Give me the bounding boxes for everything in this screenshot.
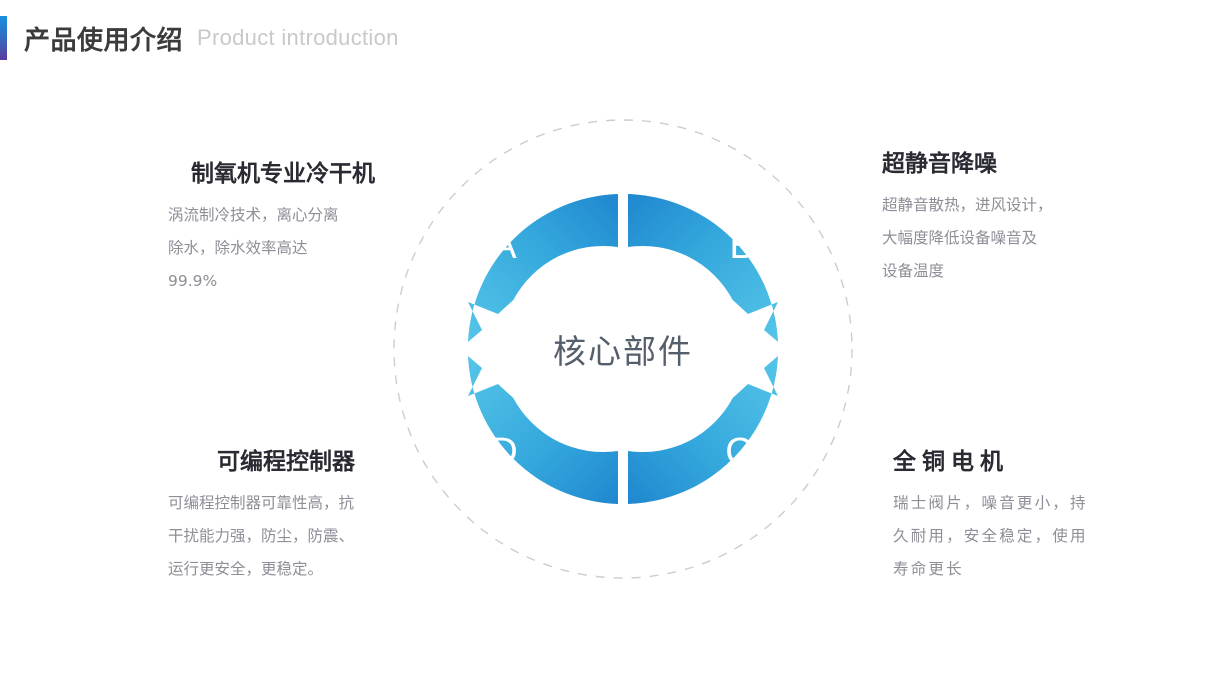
page-subtitle: Product introduction <box>197 25 399 50</box>
segment-b[interactable]: B <box>628 194 778 342</box>
feature-block-d: 可编程控制器 可编程控制器可靠性高，抗 干扰能力强，防尘，防震、 运行更安全，更… <box>168 448 418 587</box>
segment-c-arc[interactable] <box>628 356 778 504</box>
feature-block-b: 超静音降噪 超静音散热，进风设计， 大幅度降低设备噪音及 设备温度 <box>882 150 1132 289</box>
feature-block-c: 全铜电机 瑞士阀片，噪音更小，持 久耐用，安全稳定，使用 寿命更长 <box>893 448 1143 587</box>
feature-a-body: 涡流制冷技术，离心分离 除水，除水效率高达 99.9% <box>168 205 339 291</box>
segment-c-label: C <box>725 431 752 473</box>
feature-c-body: 瑞士阀片，噪音更小，持 久耐用，安全稳定，使用 寿命更长 <box>893 493 1088 579</box>
segment-c[interactable]: C <box>628 356 778 504</box>
segment-d[interactable]: D <box>468 356 618 504</box>
segment-b-arc[interactable] <box>628 194 778 342</box>
feature-b-body: 超静音散热，进风设计， 大幅度降低设备噪音及 设备温度 <box>882 195 1053 281</box>
segment-a-label: A <box>491 225 517 267</box>
header-accent-bar <box>0 16 7 60</box>
feature-a-title: 制氧机专业冷干机 <box>191 161 375 187</box>
segment-a[interactable]: A <box>468 194 618 349</box>
outer-dashed-circle <box>393 119 853 579</box>
feature-block-a: 制氧机专业冷干机 涡流制冷技术，离心分离 除水，除水效率高达 99.9% <box>168 160 418 299</box>
feature-c-title: 全铜电机 <box>893 449 1009 475</box>
segment-d-label: D <box>490 431 517 473</box>
cycle-diagram: A B C D 核心部件 <box>378 104 868 594</box>
segment-a-arc[interactable] <box>468 194 618 342</box>
page-title: 产品使用介绍 <box>24 25 184 56</box>
page-header: 产品使用介绍 Product introduction <box>0 16 399 60</box>
feature-d-title: 可编程控制器 <box>217 449 355 475</box>
feature-d-body: 可编程控制器可靠性高，抗 干扰能力强，防尘，防震、 运行更安全，更稳定。 <box>168 493 355 579</box>
feature-b-title: 超静音降噪 <box>882 151 997 177</box>
segment-b-label: B <box>729 225 754 267</box>
segment-d-arc[interactable] <box>468 356 618 504</box>
